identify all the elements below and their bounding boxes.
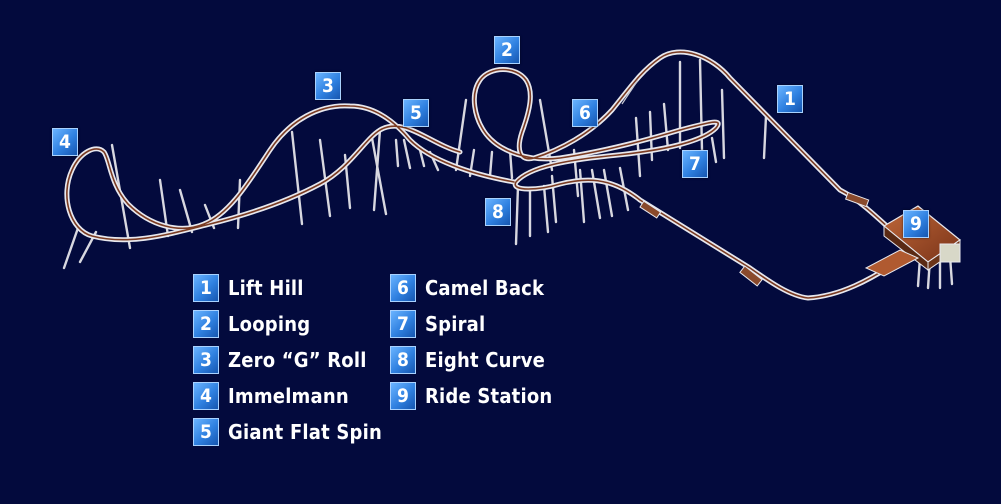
brake-segments (639, 191, 870, 287)
marker-2-looping: 2 (494, 36, 520, 64)
marker-8-eight-curve: 8 (485, 198, 511, 226)
marker-6-camel-back: 6 (572, 99, 598, 127)
legend-badge: 8 (390, 346, 416, 374)
track-spine (66, 51, 903, 299)
legend-label: Spiral (425, 312, 486, 336)
legend-item-2: 2 Looping (193, 310, 310, 338)
legend-label: Eight Curve (425, 348, 546, 372)
legend-item-8: 8 Eight Curve (390, 346, 545, 374)
legend-label: Immelmann (228, 384, 349, 408)
marker-3-zero-g-roll: 3 (315, 72, 341, 100)
legend-item-1: 1 Lift Hill (193, 274, 304, 302)
legend-item-9: 9 Ride Station (390, 382, 552, 410)
marker-9-ride-station: 9 (903, 210, 929, 238)
legend-badge: 5 (193, 418, 219, 446)
legend-label: Ride Station (425, 384, 553, 408)
legend-label: Lift Hill (228, 276, 304, 300)
legend-item-6: 6 Camel Back (390, 274, 544, 302)
legend-badge: 4 (193, 382, 219, 410)
legend-label: Camel Back (425, 276, 545, 300)
legend-item-7: 7 Spiral (390, 310, 485, 338)
marker-1-lift-hill: 1 (777, 85, 803, 113)
lift-chain (621, 79, 639, 105)
legend-label: Looping (228, 312, 311, 336)
legend-item-3: 3 Zero “G” Roll (193, 346, 367, 374)
legend-badge: 3 (193, 346, 219, 374)
legend-item-4: 4 Immelmann (193, 382, 349, 410)
track-supports (62, 58, 954, 290)
marker-5-giant-flat-spin: 5 (403, 99, 429, 127)
legend-item-5: 5 Giant Flat Spin (193, 418, 382, 446)
marker-7-spiral: 7 (682, 150, 708, 178)
legend-badge: 7 (390, 310, 416, 338)
legend-badge: 6 (390, 274, 416, 302)
legend-badge: 2 (193, 310, 219, 338)
legend-label: Giant Flat Spin (228, 420, 383, 444)
legend-badge: 9 (390, 382, 416, 410)
legend-label: Zero “G” Roll (228, 348, 367, 372)
legend-badge: 1 (193, 274, 219, 302)
marker-4-immelmann: 4 (52, 128, 78, 156)
